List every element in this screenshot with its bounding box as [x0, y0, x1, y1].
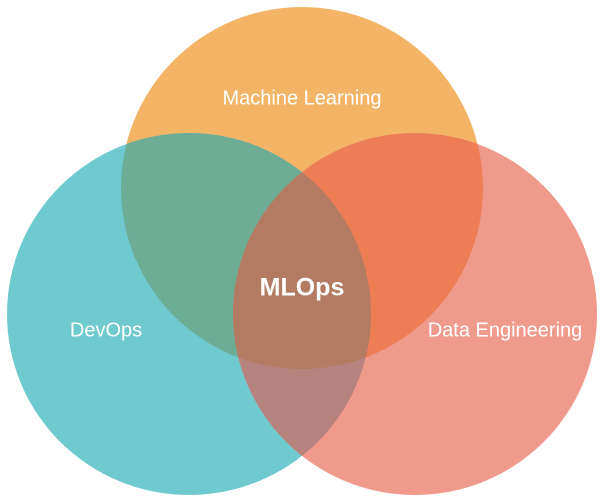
- mlops-center-label: MLOps: [259, 273, 345, 302]
- data-engineering-label: Data Engineering: [427, 319, 583, 342]
- devops-label: DevOps: [69, 319, 143, 342]
- mlops-overlap: [233, 133, 371, 369]
- machine-learning-label: Machine Learning: [222, 87, 382, 110]
